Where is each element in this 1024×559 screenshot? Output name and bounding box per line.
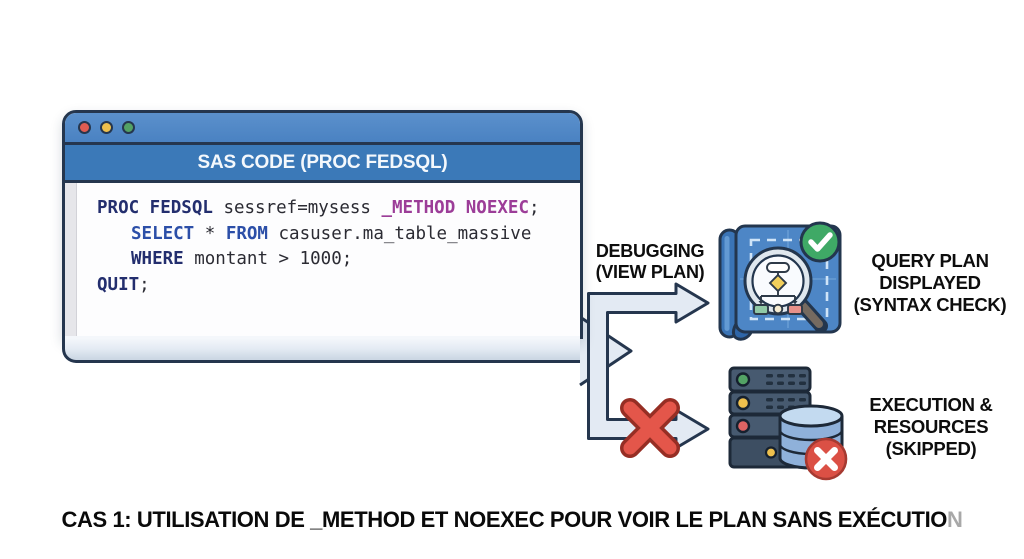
main-flow-arrow-shaft bbox=[62, 336, 580, 363]
code-text: sessref=mysess bbox=[212, 198, 382, 218]
code-keyword: FROM bbox=[225, 223, 268, 244]
execution-label-line2: RESOURCES bbox=[873, 416, 989, 437]
query-plan-label-line1: QUERY PLAN bbox=[871, 250, 989, 271]
code-text: montant > 1000; bbox=[183, 249, 353, 269]
caption: CAS 1: UTILISATION DE _METHOD ET NOEXEC … bbox=[0, 507, 1024, 533]
red-x-icon bbox=[620, 398, 680, 458]
window-title: SAS CODE (PROC FEDSQL) bbox=[65, 145, 580, 183]
window-title-text: SAS CODE (PROC FEDSQL) bbox=[197, 151, 448, 173]
flowchart-glyph bbox=[753, 262, 803, 315]
code-text: casuser.ma_table_massive bbox=[267, 223, 532, 244]
execution-label-line1: EXECUTION & bbox=[869, 394, 993, 415]
execution-label: EXECUTION & RESOURCES (SKIPPED) bbox=[838, 394, 1024, 460]
code-line-1: PROC FEDSQL sessref=mysess _METHOD NOEXE… bbox=[97, 196, 580, 222]
check-badge-icon bbox=[799, 221, 841, 263]
code-keyword: WHERE bbox=[131, 249, 184, 269]
code-window: SAS CODE (PROC FEDSQL) PROC FEDSQL sessr… bbox=[62, 110, 583, 339]
query-plan-label: QUERY PLAN DISPLAYED (SYNTAX CHECK) bbox=[836, 250, 1024, 316]
server-database-icon bbox=[728, 366, 848, 481]
traffic-light-red-icon bbox=[78, 121, 91, 134]
query-plan-blueprint-icon bbox=[718, 221, 842, 341]
debug-label-line1: DEBUGGING bbox=[595, 241, 705, 261]
code-gutter bbox=[65, 183, 77, 336]
magnifier-icon bbox=[743, 246, 828, 333]
code-line-3: WHERE montant > 1000; bbox=[97, 247, 580, 273]
execution-label-line3: (SKIPPED) bbox=[885, 438, 977, 459]
traffic-light-yellow-icon bbox=[100, 121, 113, 134]
code-line-4: QUIT; bbox=[97, 273, 580, 299]
code-area: PROC FEDSQL sessref=mysess _METHOD NOEXE… bbox=[65, 183, 580, 336]
x-badge-icon bbox=[804, 437, 848, 481]
query-plan-label-line2: DISPLAYED bbox=[879, 272, 981, 293]
traffic-light-green-icon bbox=[122, 121, 135, 134]
code-keyword: PROC FEDSQL bbox=[97, 198, 213, 218]
debug-branch-label: DEBUGGING (VIEW PLAN) bbox=[576, 241, 724, 283]
debug-label-line2: (VIEW PLAN) bbox=[595, 262, 705, 282]
code-option: _METHOD NOEXEC bbox=[381, 198, 529, 218]
server-rack-icon bbox=[728, 366, 812, 469]
code-text: ; bbox=[139, 274, 150, 295]
caption-faded-char: N bbox=[947, 507, 963, 532]
caption-text: CAS 1: UTILISATION DE _METHOD ET NOEXEC … bbox=[61, 507, 947, 532]
code-text: ; bbox=[529, 198, 540, 218]
code-keyword: QUIT bbox=[97, 274, 140, 295]
code-line-2: SELECT * FROM casuser.ma_table_massive bbox=[97, 222, 580, 248]
vent-dashes bbox=[766, 374, 806, 409]
query-plan-label-line3: (SYNTAX CHECK) bbox=[853, 294, 1007, 315]
window-titlebar bbox=[65, 113, 580, 145]
code-text: * bbox=[194, 223, 226, 244]
code-keyword: SELECT bbox=[131, 223, 195, 244]
